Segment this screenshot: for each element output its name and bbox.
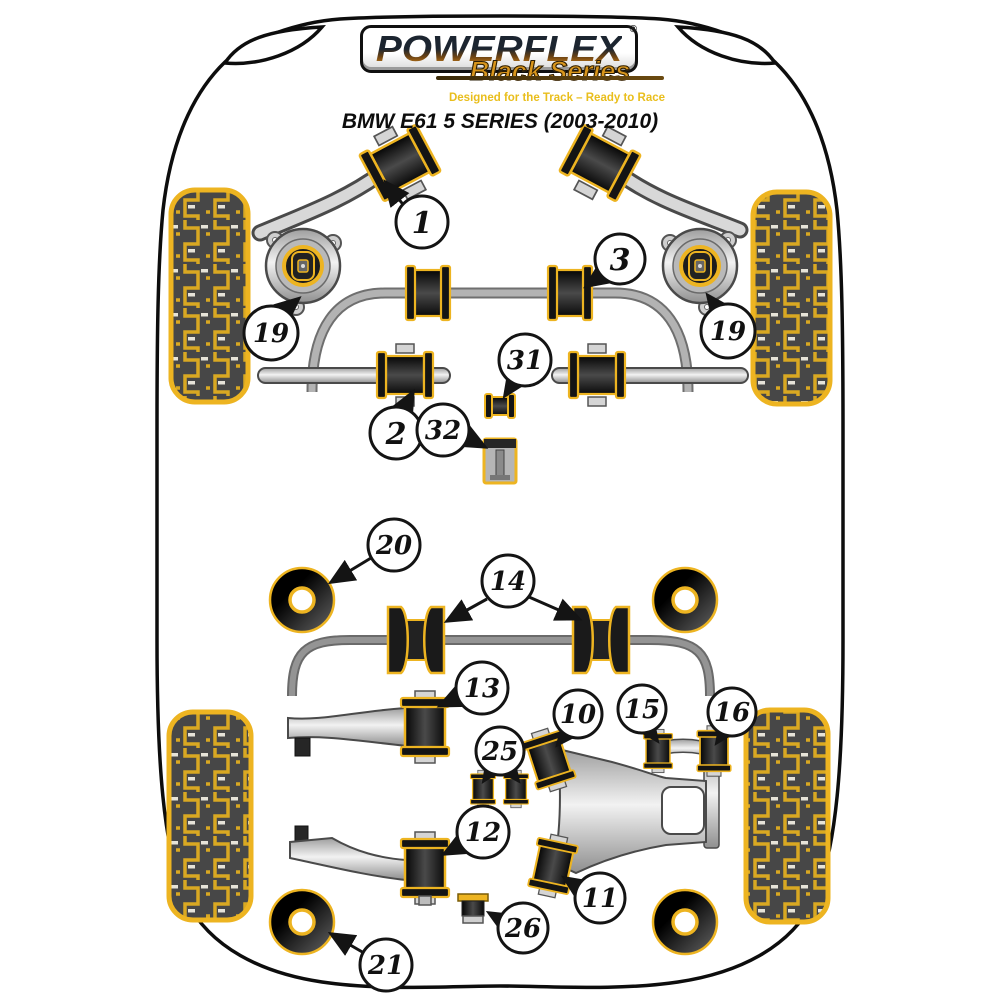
svg-text:12: 12 — [465, 818, 501, 848]
callout-1: 1 — [394, 194, 450, 250]
tire-front-left — [168, 187, 251, 405]
callout-31: 31 — [497, 332, 553, 388]
svg-text:13: 13 — [464, 674, 500, 704]
small-spool-bush-31 — [484, 393, 516, 419]
svg-text:15: 15 — [624, 695, 660, 725]
svg-text:25: 25 — [481, 737, 518, 767]
svg-text:31: 31 — [507, 346, 543, 376]
rear-mount-front-right — [651, 566, 719, 634]
callout-26: 26 — [496, 901, 550, 955]
svg-text:1: 1 — [412, 206, 433, 241]
sleeve-bush-32 — [482, 437, 518, 485]
callout-13: 13 — [454, 660, 510, 716]
callout-15: 15 — [616, 683, 668, 735]
svg-text:16: 16 — [714, 698, 750, 728]
arrow-21 — [327, 931, 365, 956]
upright-plate — [552, 747, 707, 875]
callout-19-left: 19 — [242, 304, 300, 362]
callout-10: 10 — [552, 688, 604, 740]
front-control-arm-left — [251, 115, 447, 242]
arrow-12 — [440, 832, 471, 856]
upright-window — [661, 786, 705, 835]
svg-text:20: 20 — [375, 531, 412, 561]
headlight-right — [674, 25, 779, 66]
rear-lower-arm — [289, 825, 451, 906]
svg-text:19: 19 — [710, 317, 746, 347]
arrow-14a — [443, 597, 488, 623]
callout-25: 25 — [474, 725, 526, 777]
headlight-left — [221, 25, 326, 66]
callout-14: 14 — [480, 553, 536, 609]
svg-text:11: 11 — [582, 884, 618, 914]
callout-21: 21 — [358, 937, 414, 993]
tie-rod-right — [551, 342, 749, 408]
rear-trailing-arm — [287, 689, 451, 765]
arrow-14b — [528, 595, 583, 621]
rear-upright-assembly — [519, 723, 732, 902]
tire-front-right — [750, 189, 833, 407]
small-bush-25a — [469, 769, 497, 809]
svg-text:32: 32 — [425, 416, 461, 446]
svg-text:3: 3 — [610, 243, 631, 278]
tire-rear-right — [743, 707, 831, 925]
top-hat-bush-26 — [457, 893, 489, 924]
callout-12: 12 — [455, 804, 511, 860]
callout-2: 2 — [368, 405, 424, 461]
tie-rod-left — [257, 342, 451, 408]
callout-16: 16 — [706, 686, 758, 738]
front-control-arm-right — [553, 115, 749, 239]
front-arb-bush-right — [546, 264, 594, 322]
bush-15 — [642, 728, 674, 774]
svg-text:21: 21 — [367, 951, 404, 981]
rear-mount-rear-right — [651, 888, 719, 956]
svg-text:26: 26 — [504, 914, 541, 944]
rear-mount-front-left — [268, 566, 336, 634]
rear-mount-rear-left — [268, 888, 336, 956]
svg-text:14: 14 — [490, 567, 526, 597]
front-arb-bush-left — [404, 264, 452, 322]
callout-20: 20 — [366, 517, 422, 573]
svg-text:19: 19 — [253, 319, 289, 349]
svg-text:10: 10 — [560, 700, 596, 730]
rear-anti-roll-bar — [287, 635, 715, 697]
callout-19-right: 19 — [699, 302, 757, 360]
arrow-2 — [391, 388, 415, 419]
callout-11: 11 — [573, 871, 627, 925]
svg-text:2: 2 — [385, 417, 407, 452]
arrow-20 — [327, 556, 372, 585]
arrow-13 — [436, 685, 467, 708]
callout-32: 32 — [415, 402, 471, 458]
tire-rear-left — [166, 709, 254, 923]
front-anti-roll-bar — [306, 287, 694, 393]
callout-3: 3 — [593, 232, 647, 286]
